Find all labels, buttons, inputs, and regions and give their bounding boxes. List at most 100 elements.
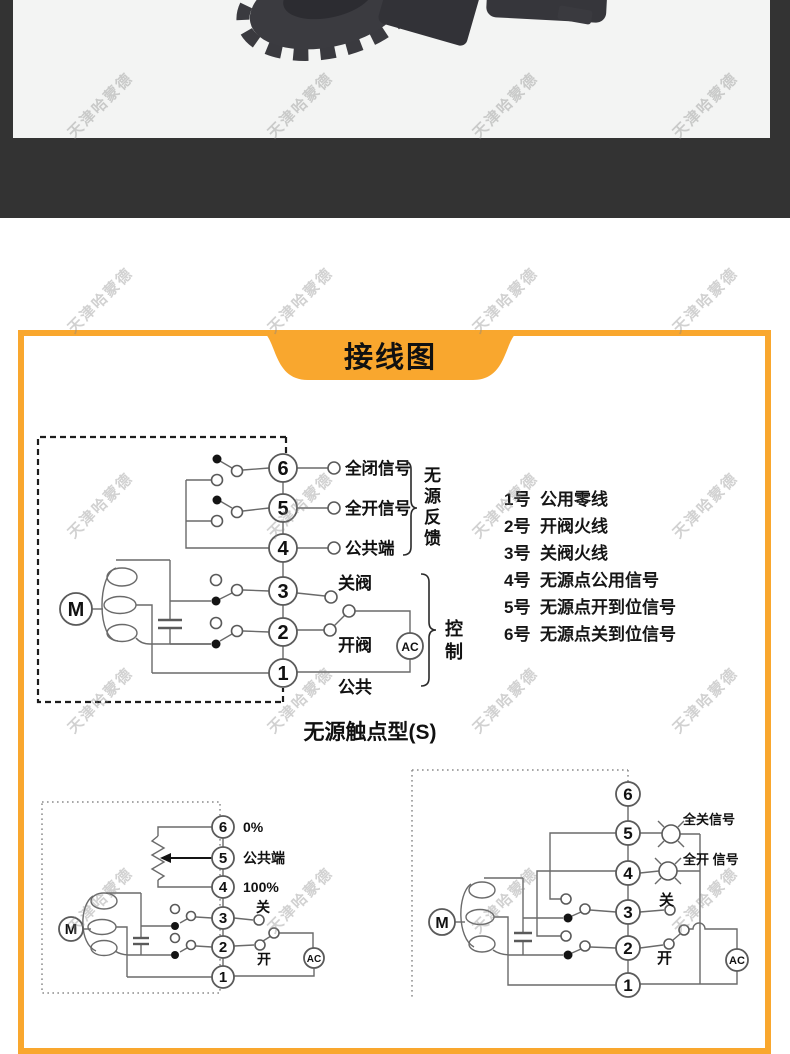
open-limit-lamp-label: 全开 信号 — [682, 852, 739, 867]
legend-text: 开阀火线 — [540, 517, 608, 536]
svg-text:1: 1 — [623, 976, 632, 995]
panel-title-tab — [258, 330, 523, 380]
ac-source-icon — [303, 947, 325, 969]
legend-text: 无源点关到位信号 — [540, 625, 676, 644]
left-terminal-circles — [58, 815, 325, 989]
right-diagram: 6 5 4 3 2 1 M AC 全关信号 全开 信号 关 开 — [411, 769, 749, 999]
svg-text:6: 6 — [623, 785, 632, 804]
left-dotted-enclosure — [41, 801, 221, 994]
legend-num: 4号 — [504, 571, 531, 590]
legend-text: 关阀火线 — [540, 544, 608, 563]
svg-text:4: 4 — [277, 538, 289, 560]
product-photo-shapes — [236, 0, 608, 61]
left-switch-contacts — [169, 903, 280, 959]
svg-text:3: 3 — [623, 903, 632, 922]
legend-num: 1号 — [504, 490, 531, 509]
svg-text:0%: 0% — [243, 819, 264, 835]
svg-text:1: 1 — [277, 663, 288, 685]
svg-text:开阀: 开阀 — [338, 635, 372, 655]
svg-text:4: 4 — [623, 864, 633, 883]
main-switch-contacts — [209, 454, 356, 649]
svg-text:全闭信号: 全闭信号 — [344, 458, 411, 478]
terminal-legend: 1号 公用零线 2号 开阀火线 3号 关阀火线 4号 无源点公用信号 5号 无源… — [504, 484, 676, 646]
hero-band — [0, 0, 790, 218]
main-motor-coil — [103, 567, 138, 643]
main-wires — [92, 455, 411, 687]
group-braces — [402, 460, 437, 687]
close-limit-lamp-icon — [657, 820, 685, 848]
legend-num: 6号 — [504, 625, 531, 644]
main-terminal-labels: 全闭信号 全开信号 公共端 关阀 开阀 公共 — [338, 458, 411, 697]
panel-title: 接线图 — [343, 342, 437, 374]
right-switch-contacts — [560, 893, 690, 960]
main-terminal-numbers: 6 5 4 3 2 1 M AC — [68, 458, 419, 685]
white-gap — [0, 218, 790, 330]
svg-text:公共: 公共 — [338, 678, 372, 697]
svg-text:关: 关 — [256, 899, 270, 915]
legend-text: 无源点开到位信号 — [540, 598, 676, 617]
svg-text:公共端: 公共端 — [243, 850, 285, 866]
svg-text:3: 3 — [277, 581, 288, 603]
legend-num: 3号 — [504, 544, 531, 563]
right-terminal-circles — [428, 781, 749, 998]
close-limit-lamp-label: 全关信号 — [682, 812, 735, 827]
right-wires — [455, 782, 738, 997]
legend-item: 3号 关阀火线 — [504, 538, 676, 565]
left-terminal-labels: 0% 公共端 100% 关 开 — [243, 819, 285, 967]
legend-item: 1号 公用零线 — [504, 484, 676, 511]
open-limit-lamp-icon — [654, 857, 682, 885]
svg-text:6: 6 — [219, 819, 227, 836]
right-dotted-enclosure — [411, 769, 629, 999]
svg-text:2: 2 — [219, 939, 227, 956]
actuator-body — [378, 0, 485, 46]
legend-item: 4号 无源点公用信号 — [504, 565, 676, 592]
main-terminal-circles — [59, 453, 424, 688]
diagrams-layer: 6 5 4 3 2 1 M AC 全闭信号 全开信号 公共端 关阀 开阀 公共 — [36, 435, 749, 999]
ac-label: AC — [729, 955, 745, 967]
svg-text:100%: 100% — [243, 879, 279, 895]
motor-icon — [58, 916, 84, 942]
svg-text:5: 5 — [277, 498, 288, 520]
motor-label: M — [65, 921, 78, 938]
left-terminal-numbers: 6 5 4 3 2 1 M AC — [65, 819, 321, 986]
svg-text:关: 关 — [659, 891, 674, 909]
svg-text:6: 6 — [277, 458, 288, 480]
lamp-icons — [654, 820, 685, 885]
svg-text:1: 1 — [219, 969, 227, 986]
left-wires — [82, 816, 315, 988]
ac-label: AC — [307, 954, 321, 965]
main-diagram-caption: 无源触点型(S) — [303, 721, 437, 744]
left-motor-coil — [87, 892, 118, 957]
legend-item: 5号 无源点开到位信号 — [504, 592, 676, 619]
ac-source-icon — [725, 948, 749, 972]
motor-label: M — [68, 599, 85, 621]
svg-text:关阀: 关阀 — [338, 573, 372, 593]
legend-item: 2号 开阀火线 — [504, 511, 676, 538]
legend-item: 6号 无源点关到位信号 — [504, 619, 676, 646]
ac-label: AC — [401, 640, 419, 654]
product-photo — [13, 0, 770, 138]
left-capacitor-icon — [133, 936, 149, 946]
svg-text:开: 开 — [257, 951, 271, 967]
motor-label: M — [435, 915, 448, 932]
main-capacitor-icon — [158, 618, 182, 630]
svg-text:开: 开 — [657, 950, 672, 967]
main-diagram: 6 5 4 3 2 1 M AC 全闭信号 全开信号 公共端 关阀 开阀 公共 — [36, 435, 437, 704]
legend-text: 公用零线 — [540, 490, 608, 509]
right-labels: 全关信号 全开 信号 关 开 — [657, 812, 739, 967]
svg-text:4: 4 — [219, 879, 228, 896]
legend-num: 5号 — [504, 598, 531, 617]
svg-text:公共端: 公共端 — [345, 538, 395, 558]
wiper-arrow — [160, 853, 212, 863]
svg-text:2: 2 — [623, 939, 632, 958]
motor-icon — [428, 908, 456, 936]
right-motor-coil — [465, 881, 496, 953]
control-group-label: 控制 — [443, 619, 463, 665]
motor-icon — [59, 592, 93, 626]
svg-text:5: 5 — [219, 850, 227, 867]
feedback-group-label: 无源反馈 — [421, 466, 440, 550]
potentiometer-icon — [150, 835, 166, 881]
ac-source-icon — [396, 632, 424, 660]
right-capacitor-icon — [514, 931, 532, 943]
